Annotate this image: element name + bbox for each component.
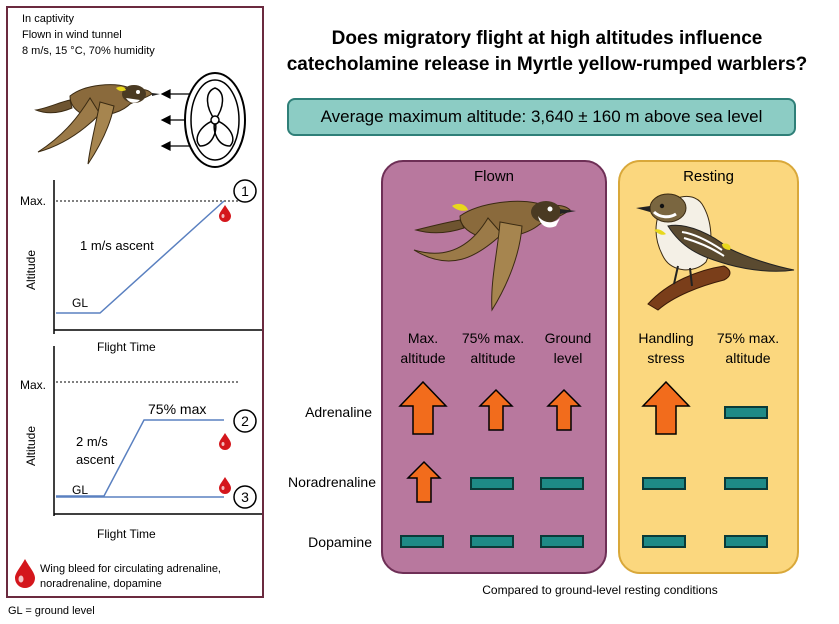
no-change-bar [642, 477, 686, 490]
no-change-bar [400, 535, 444, 548]
svg-text:2: 2 [241, 413, 249, 429]
row-label-adrenaline: Adrenaline [305, 404, 372, 420]
gl-definition: GL = ground level [8, 605, 95, 617]
graph2-x-axis-label: Flight Time [97, 527, 156, 541]
blood-drop-icon [219, 477, 231, 494]
wind-tunnel-fan-icon [184, 72, 246, 168]
graph1-ascent-label: 1 m/s ascent [80, 238, 154, 253]
flying-warbler-icon [34, 84, 160, 165]
comparison-footnote: Compared to ground-level resting conditi… [482, 583, 718, 597]
graph2-ascent-line2: ascent [76, 452, 115, 467]
svg-text:1: 1 [241, 183, 249, 199]
sample-marker-2: 2 [233, 409, 257, 433]
experiment-panel [6, 6, 264, 598]
graph2-gl-label: GL [72, 483, 89, 497]
graph2-max-label: Max. [20, 378, 47, 392]
altitude-banner-text: Average maximum altitude: 3,640 ± 160 m … [320, 107, 763, 126]
graph2-plateau-label: 75% max [148, 401, 207, 417]
graph1-gl-label: GL [72, 296, 89, 310]
bleed-legend-line2: noradrenaline, dopamine [40, 578, 162, 590]
condition-75-max-altitude-flown: 75% max.altitude [461, 330, 525, 366]
no-change-bar [470, 477, 514, 490]
graph1-y-axis-label: Altitude [24, 249, 38, 290]
bleed-legend-line1: Wing bleed for circulating adrenaline, [40, 563, 221, 575]
no-change-bar [724, 477, 768, 490]
blood-drop-icon [219, 433, 231, 450]
increase-arrow-icon [478, 388, 514, 431]
row-label-noradrenaline: Noradrenaline [288, 474, 376, 490]
wind-tunnel-label: Flown in wind tunnel [22, 29, 122, 41]
increase-arrow-icon [406, 460, 442, 503]
sample-marker-1: 1 [233, 179, 257, 203]
sample-marker-3: 3 [233, 485, 257, 509]
condition-75-max-altitude-resting: 75% max.altitude [716, 330, 780, 366]
captivity-label: In captivity [22, 13, 74, 25]
perched-warbler-icon [636, 193, 795, 311]
no-change-bar [470, 535, 514, 548]
no-change-bar [724, 406, 768, 419]
graph2-ascent-line1: 2 m/s [76, 434, 108, 449]
tunnel-conditions-label: 8 m/s, 15 °C, 70% humidity [22, 45, 155, 57]
ascent-profile-graph-1 [53, 180, 262, 334]
row-label-dopamine: Dopamine [308, 534, 372, 550]
blood-drop-icon [219, 205, 231, 222]
graph2-y-axis-label: Altitude [24, 425, 38, 466]
graph1-max-label: Max. [20, 194, 47, 208]
no-change-bar [724, 535, 768, 548]
condition-max-altitude: Max.altitude [400, 330, 446, 366]
flown-heading: Flown [473, 168, 514, 185]
no-change-bar [642, 535, 686, 548]
no-change-bar [540, 535, 584, 548]
resting-panel [618, 160, 799, 574]
large-blood-drop-icon [15, 559, 35, 588]
svg-text:3: 3 [241, 489, 249, 505]
altitude-banner: Average maximum altitude: 3,640 ± 160 m … [287, 98, 796, 136]
large-increase-arrow-icon [641, 380, 691, 435]
flying-warbler-icon [413, 200, 576, 312]
no-change-bar [540, 477, 584, 490]
ascent-profile-graph-2 [53, 346, 262, 516]
increase-arrow-icon [546, 388, 582, 431]
graph1-x-axis-label: Flight Time [97, 340, 156, 354]
resting-heading: Resting [683, 168, 734, 185]
large-increase-arrow-icon [398, 380, 448, 435]
page-title: Does migratory flight at high altitudes … [286, 28, 808, 75]
